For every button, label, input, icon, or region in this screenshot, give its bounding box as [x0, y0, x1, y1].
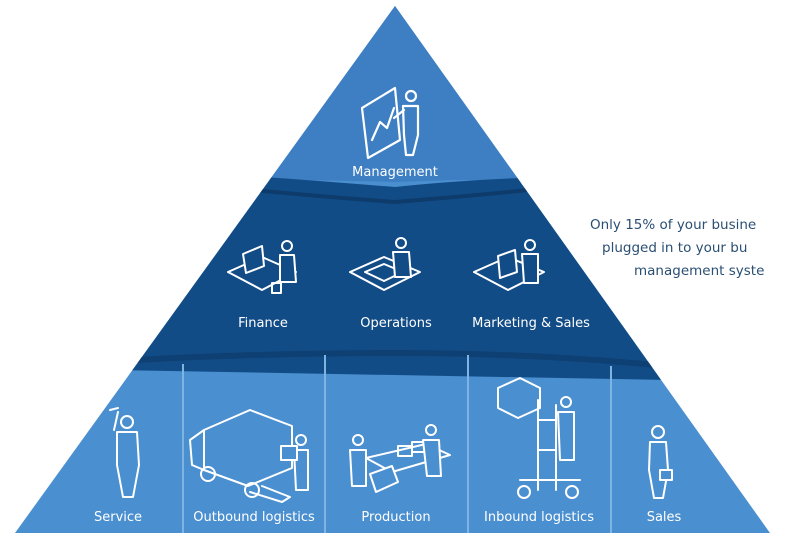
tier-label-operations: Operations	[360, 316, 432, 331]
tier-label-sales: Sales	[646, 510, 682, 525]
callout-line-3: management syste	[634, 263, 765, 279]
presenter-at-board-icon	[360, 86, 420, 160]
desk-worker-with-computer-icon	[227, 240, 297, 294]
conveyor-belt-workers-icon	[349, 424, 451, 493]
hand-truck-with-box-icon	[497, 377, 581, 499]
delivery-truck-with-worker-icon	[189, 409, 309, 503]
salesperson-with-briefcase-icon	[648, 425, 673, 499]
worker-at-drafting-table-icon	[349, 237, 421, 291]
middle-divider	[15, 350, 770, 384]
callout-text: Only 15% of your busine plugged in to yo…	[590, 214, 785, 283]
tier-label-inbound-logistics: Inbound logistics	[484, 510, 594, 525]
worker-at-computer-terminal-icon	[473, 239, 545, 291]
service-technician-with-wrench-icon	[109, 407, 140, 498]
tier-label-finance: Finance	[238, 316, 288, 331]
tier-label-marketing-sales: Marketing & Sales	[472, 316, 590, 331]
tier-label-outbound-logistics: Outbound logistics	[193, 510, 315, 525]
tier-label-service: Service	[93, 510, 143, 525]
tier-label-production: Production	[361, 510, 431, 525]
callout-line-2: plugged in to your bu	[602, 240, 748, 256]
callout-line-1: Only 15% of your busine	[590, 217, 757, 233]
tier-label-management: Management	[352, 165, 438, 180]
